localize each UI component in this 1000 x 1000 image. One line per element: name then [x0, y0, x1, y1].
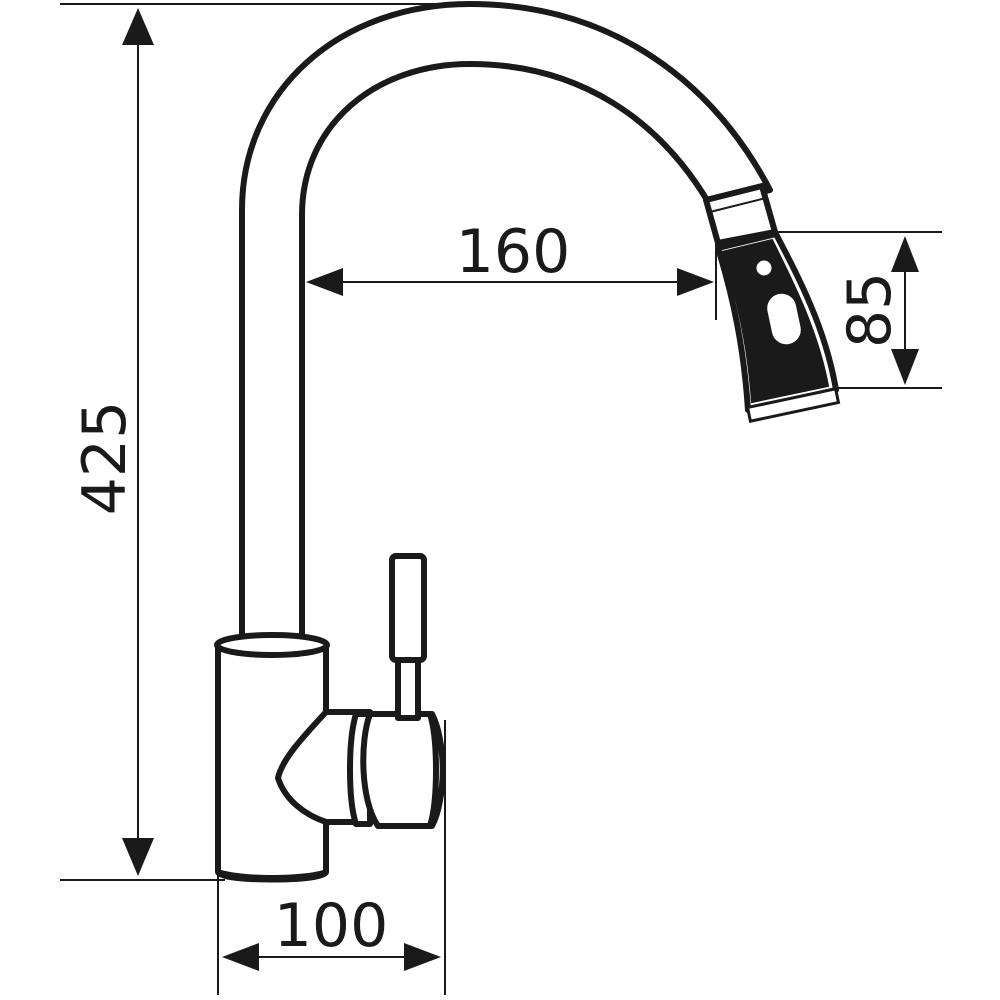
- mixer-connector: [275, 709, 373, 825]
- extension-lines: [60, 3, 942, 995]
- spray-nozzle-face: [745, 387, 841, 423]
- arrow-base-right: [404, 943, 441, 971]
- dimension-head: 85: [835, 236, 919, 385]
- spray-mode-switch-icon: [764, 290, 804, 348]
- arrow-base-left: [222, 943, 259, 971]
- dimension-reach: 160: [306, 217, 714, 296]
- head-label: 85: [835, 272, 905, 348]
- dimension-height: 425: [70, 8, 154, 876]
- spray-button-icon: [753, 257, 775, 279]
- body-bottom-edge: [217, 869, 327, 877]
- mixer-end-cap: [427, 711, 446, 829]
- spout-tube: [239, 1, 773, 653]
- arrow-head-down: [891, 349, 919, 385]
- faucet: [214, 1, 841, 883]
- body-cylinder: [215, 643, 329, 883]
- arrow-head-up: [891, 236, 919, 272]
- lever-handle: [389, 553, 427, 663]
- collar-groove: [709, 197, 767, 213]
- lever-stem: [395, 657, 421, 721]
- arrow-down: [122, 838, 154, 876]
- arrow-up: [122, 8, 154, 45]
- base-label: 100: [274, 891, 389, 961]
- reach-label: 160: [456, 217, 571, 287]
- body-top-cap: [214, 632, 330, 658]
- arrow-left: [306, 268, 343, 296]
- height-label: 425: [70, 401, 140, 516]
- dimension-base: 100: [222, 891, 441, 971]
- arrow-right: [677, 268, 714, 296]
